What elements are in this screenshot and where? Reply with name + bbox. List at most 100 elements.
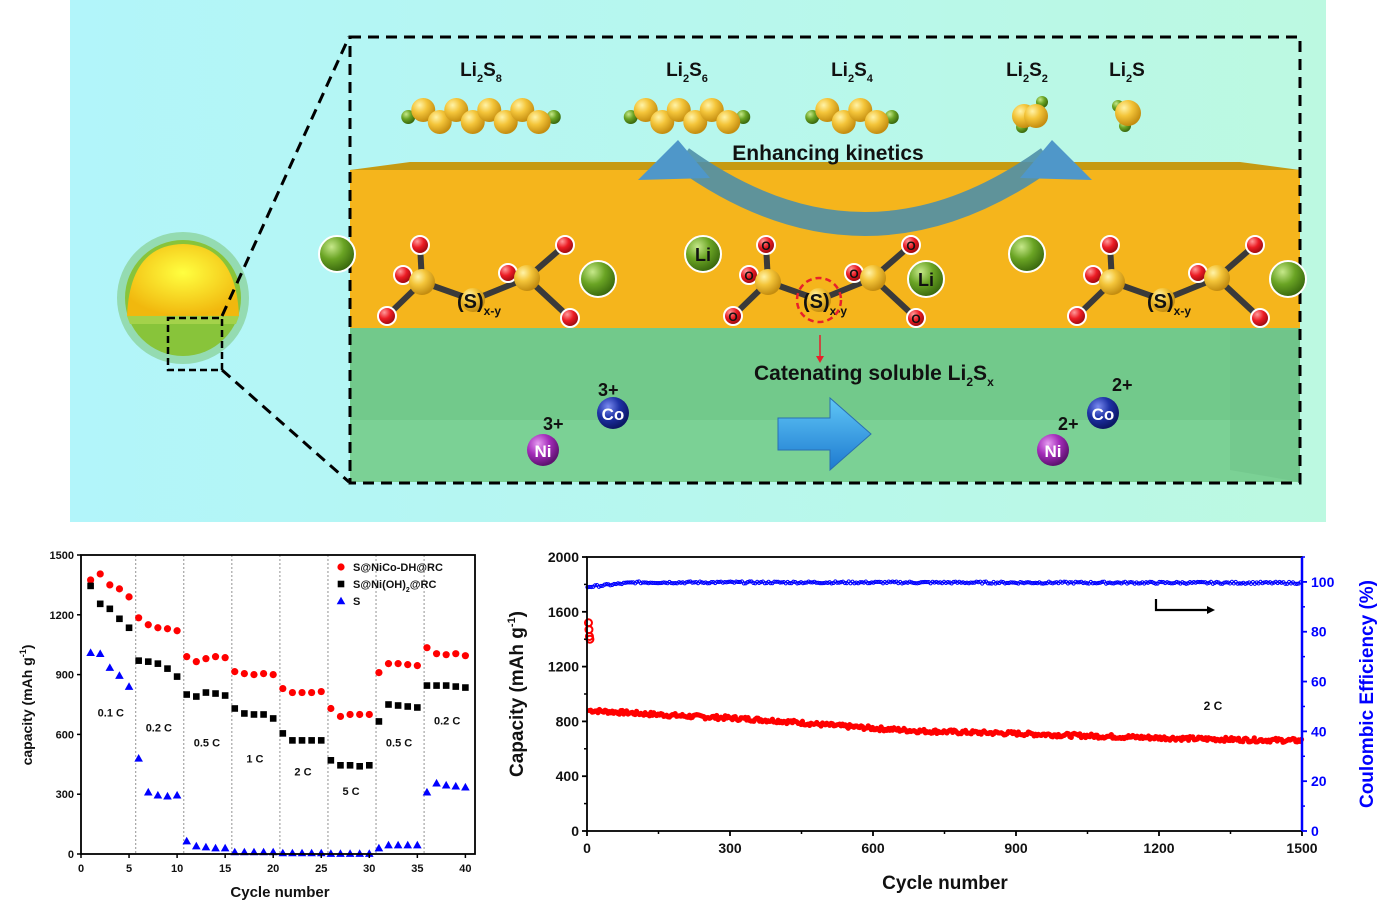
conversion-arrow <box>777 396 872 472</box>
efficiency-point <box>1023 580 1029 585</box>
sulfur-atom <box>716 110 741 134</box>
efficiency-point <box>671 581 676 586</box>
efficiency-point <box>1050 581 1055 586</box>
oxygen-atom <box>723 306 743 326</box>
efficiency-point <box>1195 579 1200 585</box>
efficiency-point <box>858 580 863 585</box>
efficiency-point <box>1279 580 1284 585</box>
efficiency-point <box>617 581 622 586</box>
data-point <box>144 658 152 665</box>
efficiency-point <box>1039 581 1044 586</box>
polysulfide-label-li2s8: Li2S8 <box>460 60 502 85</box>
efficiency-point <box>661 580 666 585</box>
efficiency-point <box>623 580 628 585</box>
ions-right: Co Ni 2+ 2+ <box>1037 375 1133 466</box>
efficiency-point <box>657 580 663 586</box>
x-axis-label: Cycle number <box>882 873 1008 894</box>
y-tick-label: 1600 <box>548 604 579 620</box>
data-point <box>461 782 470 791</box>
svg-text:Ni: Ni <box>535 442 552 461</box>
efficiency-point <box>1048 580 1053 585</box>
efficiency-point <box>737 579 743 585</box>
rate-label: 1 C <box>246 753 263 765</box>
sulfur-atom <box>493 110 518 134</box>
series-circle <box>87 570 469 721</box>
efficiency-point <box>806 579 811 584</box>
data-point <box>365 710 373 719</box>
efficiency-point <box>1117 580 1122 585</box>
data-point <box>183 691 191 698</box>
sulfur-atom <box>510 98 535 122</box>
efficiency-point <box>837 580 842 585</box>
zoom-box <box>348 35 1302 485</box>
data-point <box>279 730 287 737</box>
thiosulfate-molecule: (S)x-y <box>318 235 617 328</box>
efficiency-point <box>1042 581 1048 586</box>
efficiency-point <box>678 580 684 585</box>
y2-tick-label: 20 <box>1311 773 1327 789</box>
efficiency-point <box>924 579 929 585</box>
efficiency-point <box>865 581 870 586</box>
efficiency-point <box>1033 580 1038 585</box>
x-tick-label: 15 <box>219 863 231 875</box>
oxygen-atom <box>756 235 776 255</box>
efficiency-point <box>802 580 807 585</box>
efficiency-point <box>722 579 727 585</box>
data-point <box>365 761 373 769</box>
sulfur-atom <box>1024 104 1048 128</box>
oxygen-atom <box>1100 235 1120 255</box>
x-axis-label: Cycle number <box>230 884 329 901</box>
efficiency-point <box>1205 581 1210 586</box>
data-point <box>375 718 383 725</box>
efficiency-point <box>1010 580 1015 585</box>
data-point <box>116 615 123 623</box>
sulfur-atom <box>1151 288 1175 312</box>
efficiency-point <box>917 580 922 586</box>
efficiency-point <box>646 581 651 586</box>
efficiency-point <box>1266 580 1271 585</box>
efficiency-point <box>920 579 926 585</box>
data-point <box>452 650 460 658</box>
data-point <box>432 778 441 787</box>
data-point <box>173 627 181 635</box>
data-point <box>423 644 431 652</box>
efficiency-point <box>745 580 750 585</box>
oxygen-label: O <box>906 239 915 253</box>
efficiency-point <box>615 581 621 586</box>
capacity-series <box>583 618 1305 745</box>
data-point <box>182 836 192 845</box>
svg-text:2+: 2+ <box>1112 375 1133 395</box>
efficiency-point <box>1237 581 1242 586</box>
y2-axis-label: Coulombic Efficiency (%) <box>1357 580 1378 808</box>
svg-text:Co: Co <box>1092 405 1115 424</box>
legend-label: S@Ni(OH)2@RC <box>353 579 436 594</box>
data-point <box>298 688 306 697</box>
efficiency-point <box>1262 580 1267 585</box>
data-point <box>441 780 451 789</box>
efficiency-point <box>1041 581 1046 586</box>
sulfur-atom <box>650 110 675 134</box>
efficiency-point <box>985 581 990 586</box>
efficiency-point <box>791 579 796 584</box>
data-point <box>95 649 105 657</box>
efficiency-point <box>1027 580 1032 585</box>
efficiency-point <box>919 580 924 585</box>
efficiency-point <box>1100 579 1105 584</box>
lithium-atom <box>805 110 820 124</box>
efficiency-point <box>1214 579 1219 585</box>
y2-tick-label: 100 <box>1311 574 1335 590</box>
data-point <box>105 663 115 671</box>
polysulfide-molecule-li2s6 <box>623 98 751 134</box>
efficiency-point <box>1029 581 1034 586</box>
sulfur-atom <box>526 110 551 134</box>
efficiency-point <box>1121 580 1126 585</box>
efficiency-point <box>964 580 970 585</box>
efficiency-point <box>701 580 706 586</box>
efficiency-point <box>859 580 865 585</box>
svg-text:Ni: Ni <box>1045 442 1062 461</box>
data-point <box>134 754 143 762</box>
data-point <box>413 662 421 670</box>
legend-marker <box>337 563 345 571</box>
efficiency-point <box>776 579 781 584</box>
efficiency-point <box>1077 580 1082 585</box>
